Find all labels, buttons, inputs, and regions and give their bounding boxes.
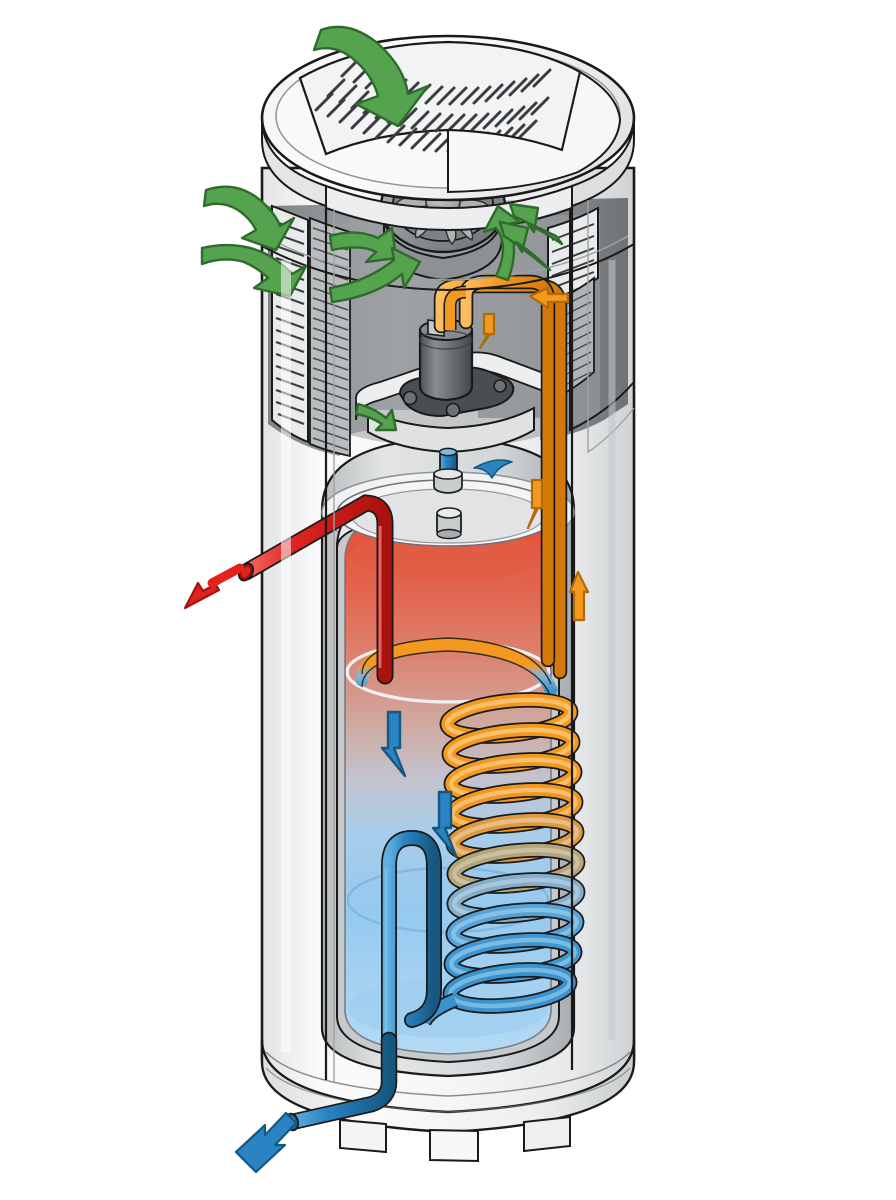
dip-tube [381,829,442,1056]
air-in-left-arrow-1 [202,185,296,252]
shell-highlights [281,260,616,1052]
cold-water-in-arrow [234,1111,298,1174]
hot-water-out-arrow [183,563,246,610]
air-in-right-arrow [508,202,564,246]
air-to-fan-arrow-2 [328,246,422,304]
airflow-arrows [200,25,564,432]
base-foot [339,1115,571,1163]
top-cover [260,34,636,232]
condensate-drain [433,447,463,494]
refrigerant-arrow-down [568,570,590,622]
condensate-out-arrow [473,459,513,479]
refrigerant-arrow-in [528,286,570,310]
air-exhaust-arrow [354,402,398,432]
air-to-fan-arrow-4 [498,220,552,272]
refrigerant-arrows [478,286,590,622]
anode-rod [436,507,462,540]
evaporator-coil-left [309,216,351,458]
air-to-fan-arrow-3 [482,204,522,282]
jacket-cut-edge [324,206,574,1082]
water-convection-arrow-1 [380,710,407,778]
refrigerant-arrow-up-1 [526,478,544,530]
water-convection-arrow-2 [431,790,458,858]
air-to-fan-arrow-1 [328,226,398,264]
compressor [418,319,474,402]
refrigerant-arrow-up-compressor [478,312,496,350]
air-in-top-arrow [312,25,430,128]
hot-outlet [237,494,394,685]
water-arrows [380,710,458,858]
